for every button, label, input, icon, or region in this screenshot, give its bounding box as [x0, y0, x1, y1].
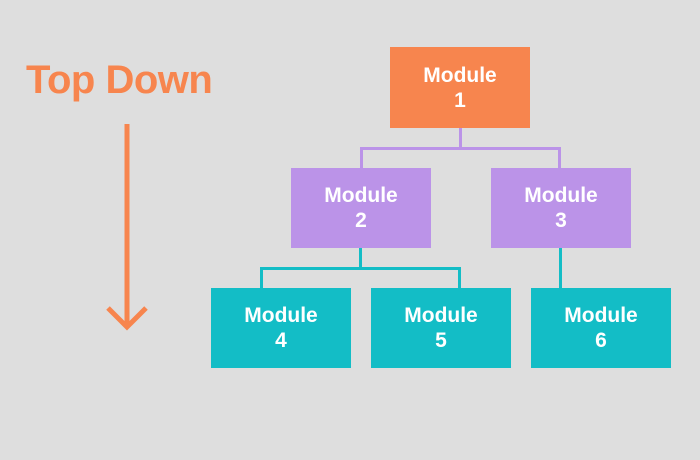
- module-node-6-number: 6: [595, 329, 607, 352]
- connector-level2-bar: [360, 147, 561, 150]
- connector-level3-bar: [260, 267, 461, 270]
- module-node-4[interactable]: Module 4: [211, 288, 351, 368]
- module-node-5-word: Module: [404, 304, 478, 327]
- connector-m1-to-m2: [360, 147, 363, 170]
- module-node-5-number: 5: [435, 329, 447, 352]
- module-node-6-word: Module: [564, 304, 638, 327]
- module-node-3-word: Module: [524, 184, 598, 207]
- downward-arrow-svg: [106, 124, 148, 331]
- diagram-title: Top Down: [26, 58, 213, 102]
- module-node-2-number: 2: [355, 209, 367, 232]
- module-node-3[interactable]: Module 3: [491, 168, 631, 248]
- connector-m1-stem: [459, 128, 462, 150]
- module-node-6[interactable]: Module 6: [531, 288, 671, 368]
- module-node-1[interactable]: Module 1: [390, 47, 530, 128]
- module-node-1-number: 1: [454, 88, 466, 112]
- downward-arrow-icon: [96, 118, 158, 334]
- module-node-3-number: 3: [555, 209, 567, 232]
- connector-m2-to-m4: [260, 267, 263, 290]
- connector-m3-to-m6: [559, 248, 562, 290]
- module-node-2-word: Module: [324, 184, 398, 207]
- module-node-2[interactable]: Module 2: [291, 168, 431, 248]
- connector-m2-to-m5: [458, 267, 461, 290]
- module-node-1-word: Module: [423, 63, 497, 87]
- connector-m1-to-m3: [558, 147, 561, 170]
- module-node-4-number: 4: [275, 329, 287, 352]
- module-node-4-word: Module: [244, 304, 318, 327]
- module-node-5[interactable]: Module 5: [371, 288, 511, 368]
- connector-m2-stem: [359, 248, 362, 270]
